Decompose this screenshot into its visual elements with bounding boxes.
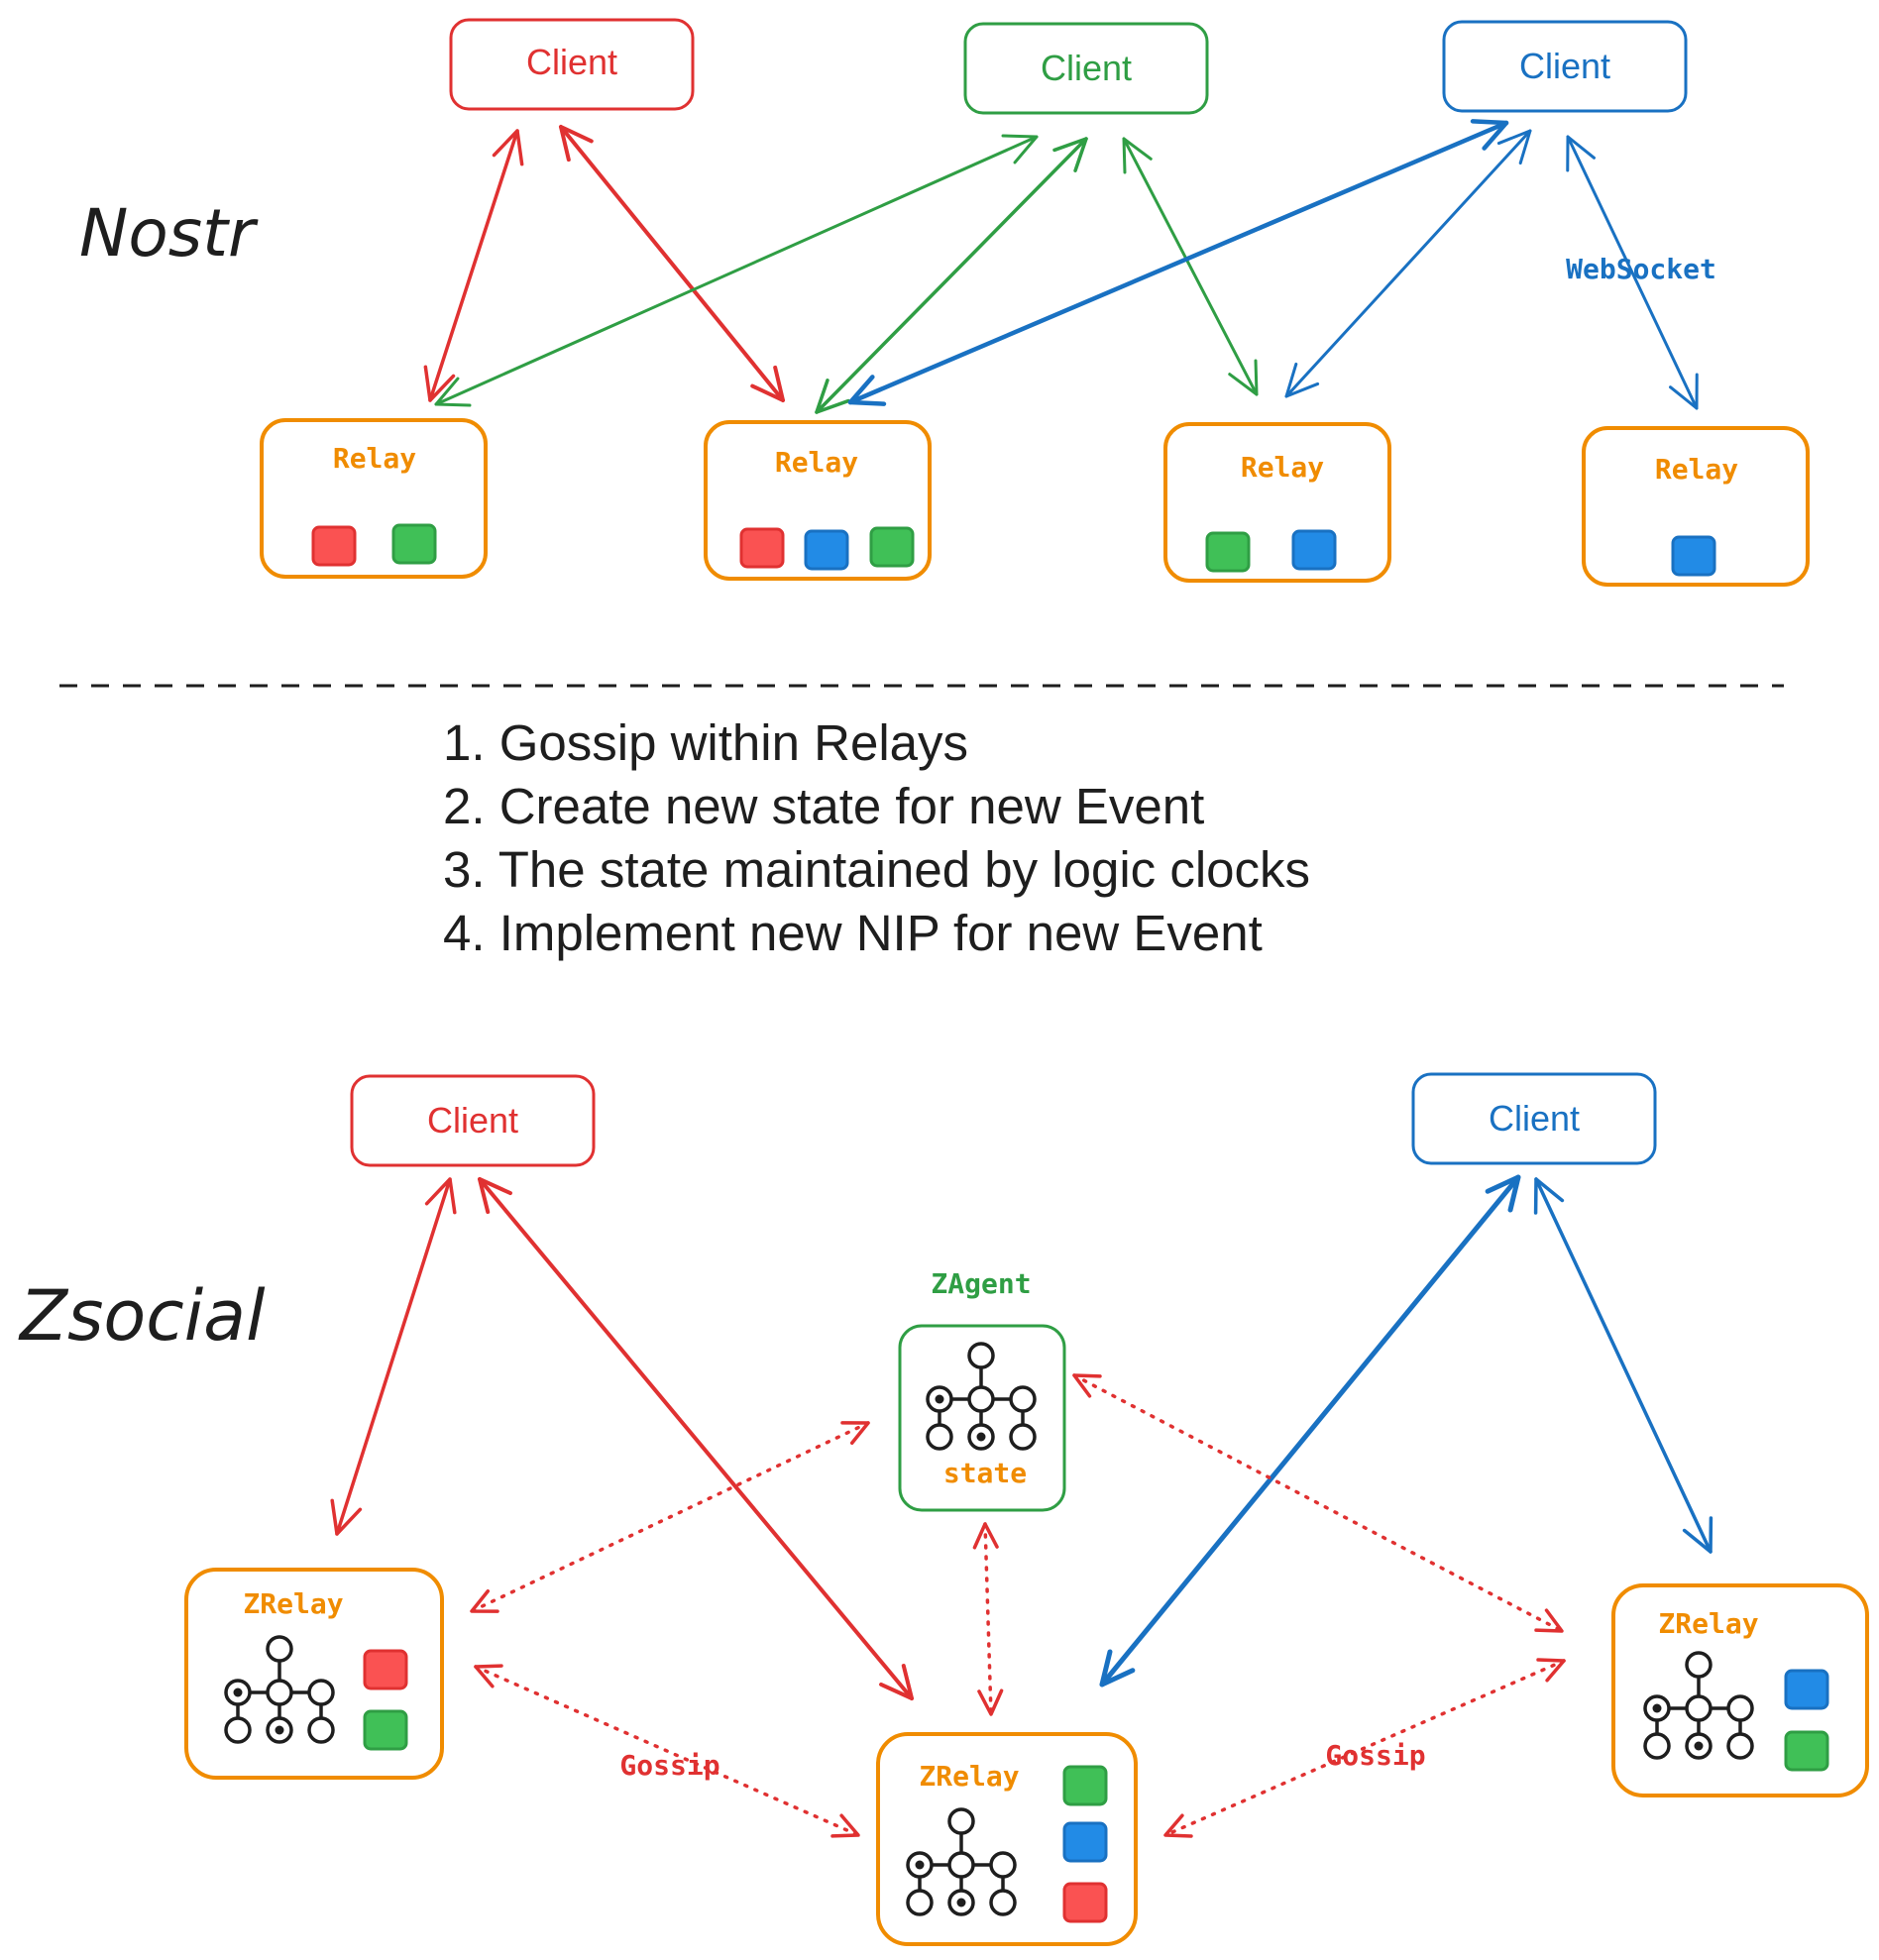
websocket-label: WebSocket	[1566, 253, 1716, 285]
step-item: 3. The state maintained by logic clocks	[443, 841, 1311, 898]
connection-arrow	[478, 1177, 914, 1700]
zrelay-3[interactable]: ZRelay	[1611, 1583, 1869, 1797]
nostr-client-red-label: Client	[526, 42, 617, 82]
gossip-arrow	[972, 1522, 1004, 1716]
event-square-green	[363, 1709, 408, 1751]
zagent-node[interactable]: state	[898, 1324, 1066, 1512]
zrelay-2[interactable]: ZRelay	[876, 1732, 1138, 1946]
state-tree-icon	[926, 1342, 1037, 1451]
connection-arrow	[847, 119, 1509, 406]
event-square-blue	[1784, 1669, 1829, 1710]
event-square-red	[363, 1649, 408, 1690]
connection-arrow	[434, 134, 1039, 407]
event-square-green	[1062, 1765, 1108, 1806]
gossip-connections	[470, 1373, 1566, 1838]
zsocial-client-blue[interactable]: Client	[1411, 1072, 1657, 1165]
step-item: 1. Gossip within Relays	[443, 714, 969, 771]
event-square-red	[1062, 1882, 1108, 1923]
connection-arrow	[1099, 1174, 1521, 1688]
nostr-title: Nostr	[79, 195, 259, 272]
nostr-client-green-label: Client	[1041, 48, 1132, 88]
step-item: 2. Create new state for new Event	[443, 778, 1205, 834]
zagent-label: ZAgent	[931, 1267, 1031, 1300]
event-square-blue	[1291, 529, 1337, 571]
zrelay-1-label: ZRelay	[243, 1587, 343, 1620]
steps-list: 1. Gossip within Relays 2. Create new st…	[443, 711, 1310, 965]
nostr-client-blue[interactable]: Client	[1442, 20, 1688, 113]
zrelay-3-label: ZRelay	[1658, 1607, 1758, 1640]
zsocial-client-red[interactable]: Client	[350, 1074, 596, 1167]
zagent-state-label: state	[943, 1457, 1027, 1489]
event-square-blue	[1062, 1821, 1108, 1863]
nostr-relay-3[interactable]: Relay	[1163, 422, 1391, 583]
nostr-relay-3-label: Relay	[1241, 451, 1324, 484]
connection-arrow	[1566, 135, 1699, 410]
nostr-client-blue-label: Client	[1519, 46, 1610, 86]
nostr-relay-4[interactable]: Relay	[1582, 426, 1810, 587]
zsocial-title: Zsocial	[18, 1275, 266, 1357]
nostr-client-green[interactable]: Client	[963, 22, 1209, 115]
gossip-label-right: Gossip	[1325, 1739, 1425, 1772]
event-square-green	[1784, 1730, 1829, 1772]
connection-arrow	[1122, 137, 1259, 396]
connection-arrow	[330, 1177, 457, 1536]
event-square-green	[391, 523, 437, 565]
gossip-label-left: Gossip	[619, 1749, 719, 1782]
connection-arrow	[423, 129, 524, 402]
nostr-relay-2-label: Relay	[775, 446, 858, 479]
connection-arrow	[1533, 1177, 1713, 1554]
nostr-relay-4-label: Relay	[1655, 453, 1738, 486]
nostr-connections	[423, 119, 1699, 414]
connection-arrow	[559, 125, 785, 402]
zsocial-client-red-label: Client	[427, 1100, 518, 1141]
gossip-arrow	[1163, 1658, 1566, 1838]
zrelay-2-label: ZRelay	[919, 1760, 1019, 1793]
event-square-green	[1205, 531, 1251, 573]
connection-arrow	[815, 137, 1088, 414]
nostr-relay-1[interactable]: Relay	[260, 418, 488, 579]
event-square-red	[311, 525, 357, 567]
event-square-green	[869, 526, 915, 568]
nostr-client-red[interactable]: Client	[449, 18, 695, 111]
state-tree-icon	[1643, 1651, 1754, 1760]
event-square-blue	[1671, 535, 1716, 577]
nostr-relay-2[interactable]: Relay	[704, 420, 932, 581]
zsocial-connections	[330, 1174, 1713, 1700]
event-square-blue	[804, 529, 849, 571]
connection-arrow	[1284, 129, 1532, 398]
gossip-arrow	[470, 1421, 870, 1613]
step-item: 4. Implement new NIP for new Event	[443, 905, 1263, 961]
zsocial-client-blue-label: Client	[1489, 1098, 1580, 1139]
state-tree-icon	[224, 1635, 335, 1744]
gossip-arrow	[474, 1664, 860, 1838]
state-tree-icon	[906, 1807, 1017, 1916]
zrelay-1[interactable]: ZRelay	[184, 1568, 444, 1780]
nostr-relay-1-label: Relay	[333, 442, 416, 475]
gossip-arrow	[1072, 1373, 1564, 1633]
event-square-red	[739, 527, 785, 569]
